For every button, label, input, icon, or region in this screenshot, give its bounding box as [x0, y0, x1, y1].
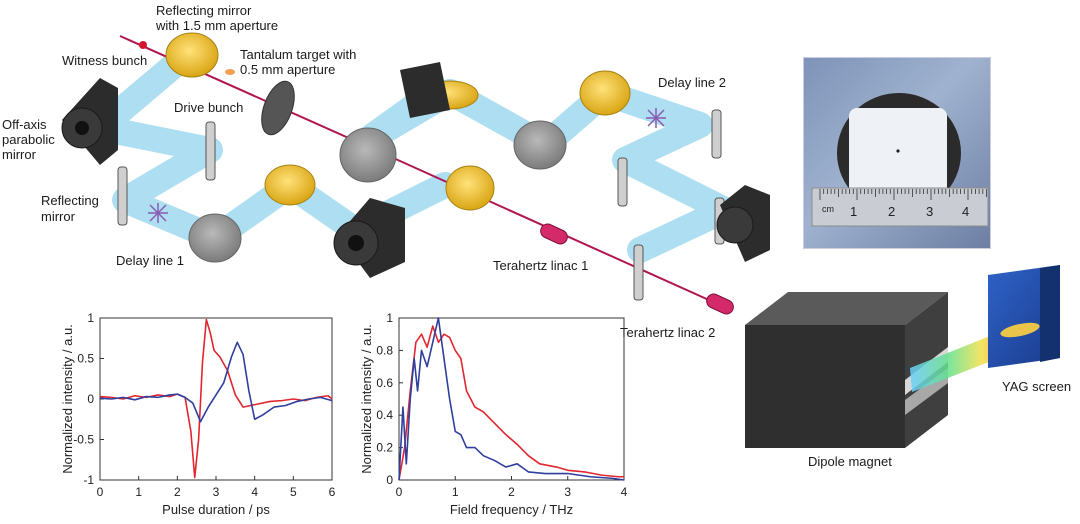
label-reflecting-mirror-1: Reflecting: [41, 193, 99, 208]
y-tick-label: 0.8: [376, 343, 393, 357]
label-delay-line-1: Delay line 1: [116, 253, 184, 268]
x-tick-label: 5: [290, 485, 297, 499]
drive-bunch-marker: [225, 69, 235, 75]
x-tick-label: 1: [452, 485, 459, 499]
label-terahertz-linac-1: Terahertz linac 1: [493, 258, 589, 273]
yag-screen-shape: [988, 265, 1060, 368]
label-dipole-magnet: Dipole magnet: [808, 454, 892, 469]
x-tick-label: 3: [564, 485, 571, 499]
ruler-number-2: 2: [888, 204, 896, 219]
y-tick-label: 0.2: [376, 441, 393, 455]
label-reflecting-mirror-aperture-2: with 1.5 mm aperture: [156, 18, 279, 33]
ruler-ticks: [812, 188, 990, 200]
label-delay-line-2: Delay line 2: [658, 75, 726, 90]
tantalum-target-photo: cm 1 2 3 4: [803, 57, 991, 249]
x-axis-label: Field frequency / THz: [450, 502, 573, 517]
ruler-number-1: 1: [850, 204, 858, 219]
x-tick-label: 3: [213, 485, 220, 499]
ruler-number-3: 3: [926, 204, 934, 219]
terahertz-linacs: [540, 223, 734, 315]
y-tick-label: -0.5: [73, 433, 94, 447]
x-tick-label: 2: [508, 485, 515, 499]
label-terahertz-linac-2: Terahertz linac 2: [620, 325, 716, 340]
x-tick-label: 6: [329, 485, 336, 499]
x-tick-label: 2: [174, 485, 181, 499]
label-reflecting-mirror-aperture-1: Reflecting mirror: [156, 3, 252, 18]
series-line-2: [99, 341, 333, 423]
series-line-2: [398, 317, 625, 481]
y-tick-label: 0: [386, 473, 393, 487]
ruler-unit: cm: [822, 204, 834, 214]
x-tick-label: 4: [251, 485, 258, 499]
label-witness-bunch: Witness bunch: [62, 53, 148, 68]
label-off-axis-3: mirror: [2, 147, 36, 162]
ruler-number-4: 4: [962, 204, 970, 219]
label-off-axis-2: parabolic: [2, 132, 55, 147]
label-drive-bunch: Drive bunch: [174, 100, 244, 115]
label-off-axis-1: Off-axis: [2, 117, 47, 132]
y-axis-label: Normalized intensity / a.u.: [359, 324, 374, 474]
x-tick-label: 1: [135, 485, 142, 499]
series-line-1: [99, 318, 333, 479]
gold-mirrors: [165, 32, 631, 211]
dipole-magnet-shape: [745, 292, 948, 448]
x-tick-label: 0: [97, 485, 104, 499]
x-axis-label: Pulse duration / ps: [162, 502, 270, 517]
gray-mirrors: [188, 120, 567, 263]
label-reflecting-mirror-2: mirror: [41, 209, 75, 224]
y-tick-label: 0.5: [77, 352, 94, 366]
tantalum-target: [261, 80, 295, 136]
label-yag-screen: YAG screen: [1002, 379, 1072, 394]
x-tick-label: 0: [396, 485, 403, 499]
off-axis-mirror-housings: [61, 62, 770, 278]
y-axis-label: Normalized intensity / a.u.: [60, 324, 75, 474]
y-tick-label: -1: [83, 473, 94, 487]
y-tick-label: 1: [87, 311, 94, 325]
y-tick-label: 0.6: [376, 376, 393, 390]
polariser-stars: [148, 108, 666, 223]
label-tantalum-target-1: Tantalum target with: [240, 47, 357, 62]
series-line-1: [398, 325, 624, 481]
y-tick-label: 0: [87, 392, 94, 406]
y-tick-label: 1: [386, 311, 393, 325]
x-tick-label: 4: [621, 485, 628, 499]
y-tick-label: 0.4: [376, 408, 393, 422]
witness-bunch-marker: [139, 41, 147, 49]
label-tantalum-target-2: 0.5 mm aperture: [240, 62, 336, 77]
